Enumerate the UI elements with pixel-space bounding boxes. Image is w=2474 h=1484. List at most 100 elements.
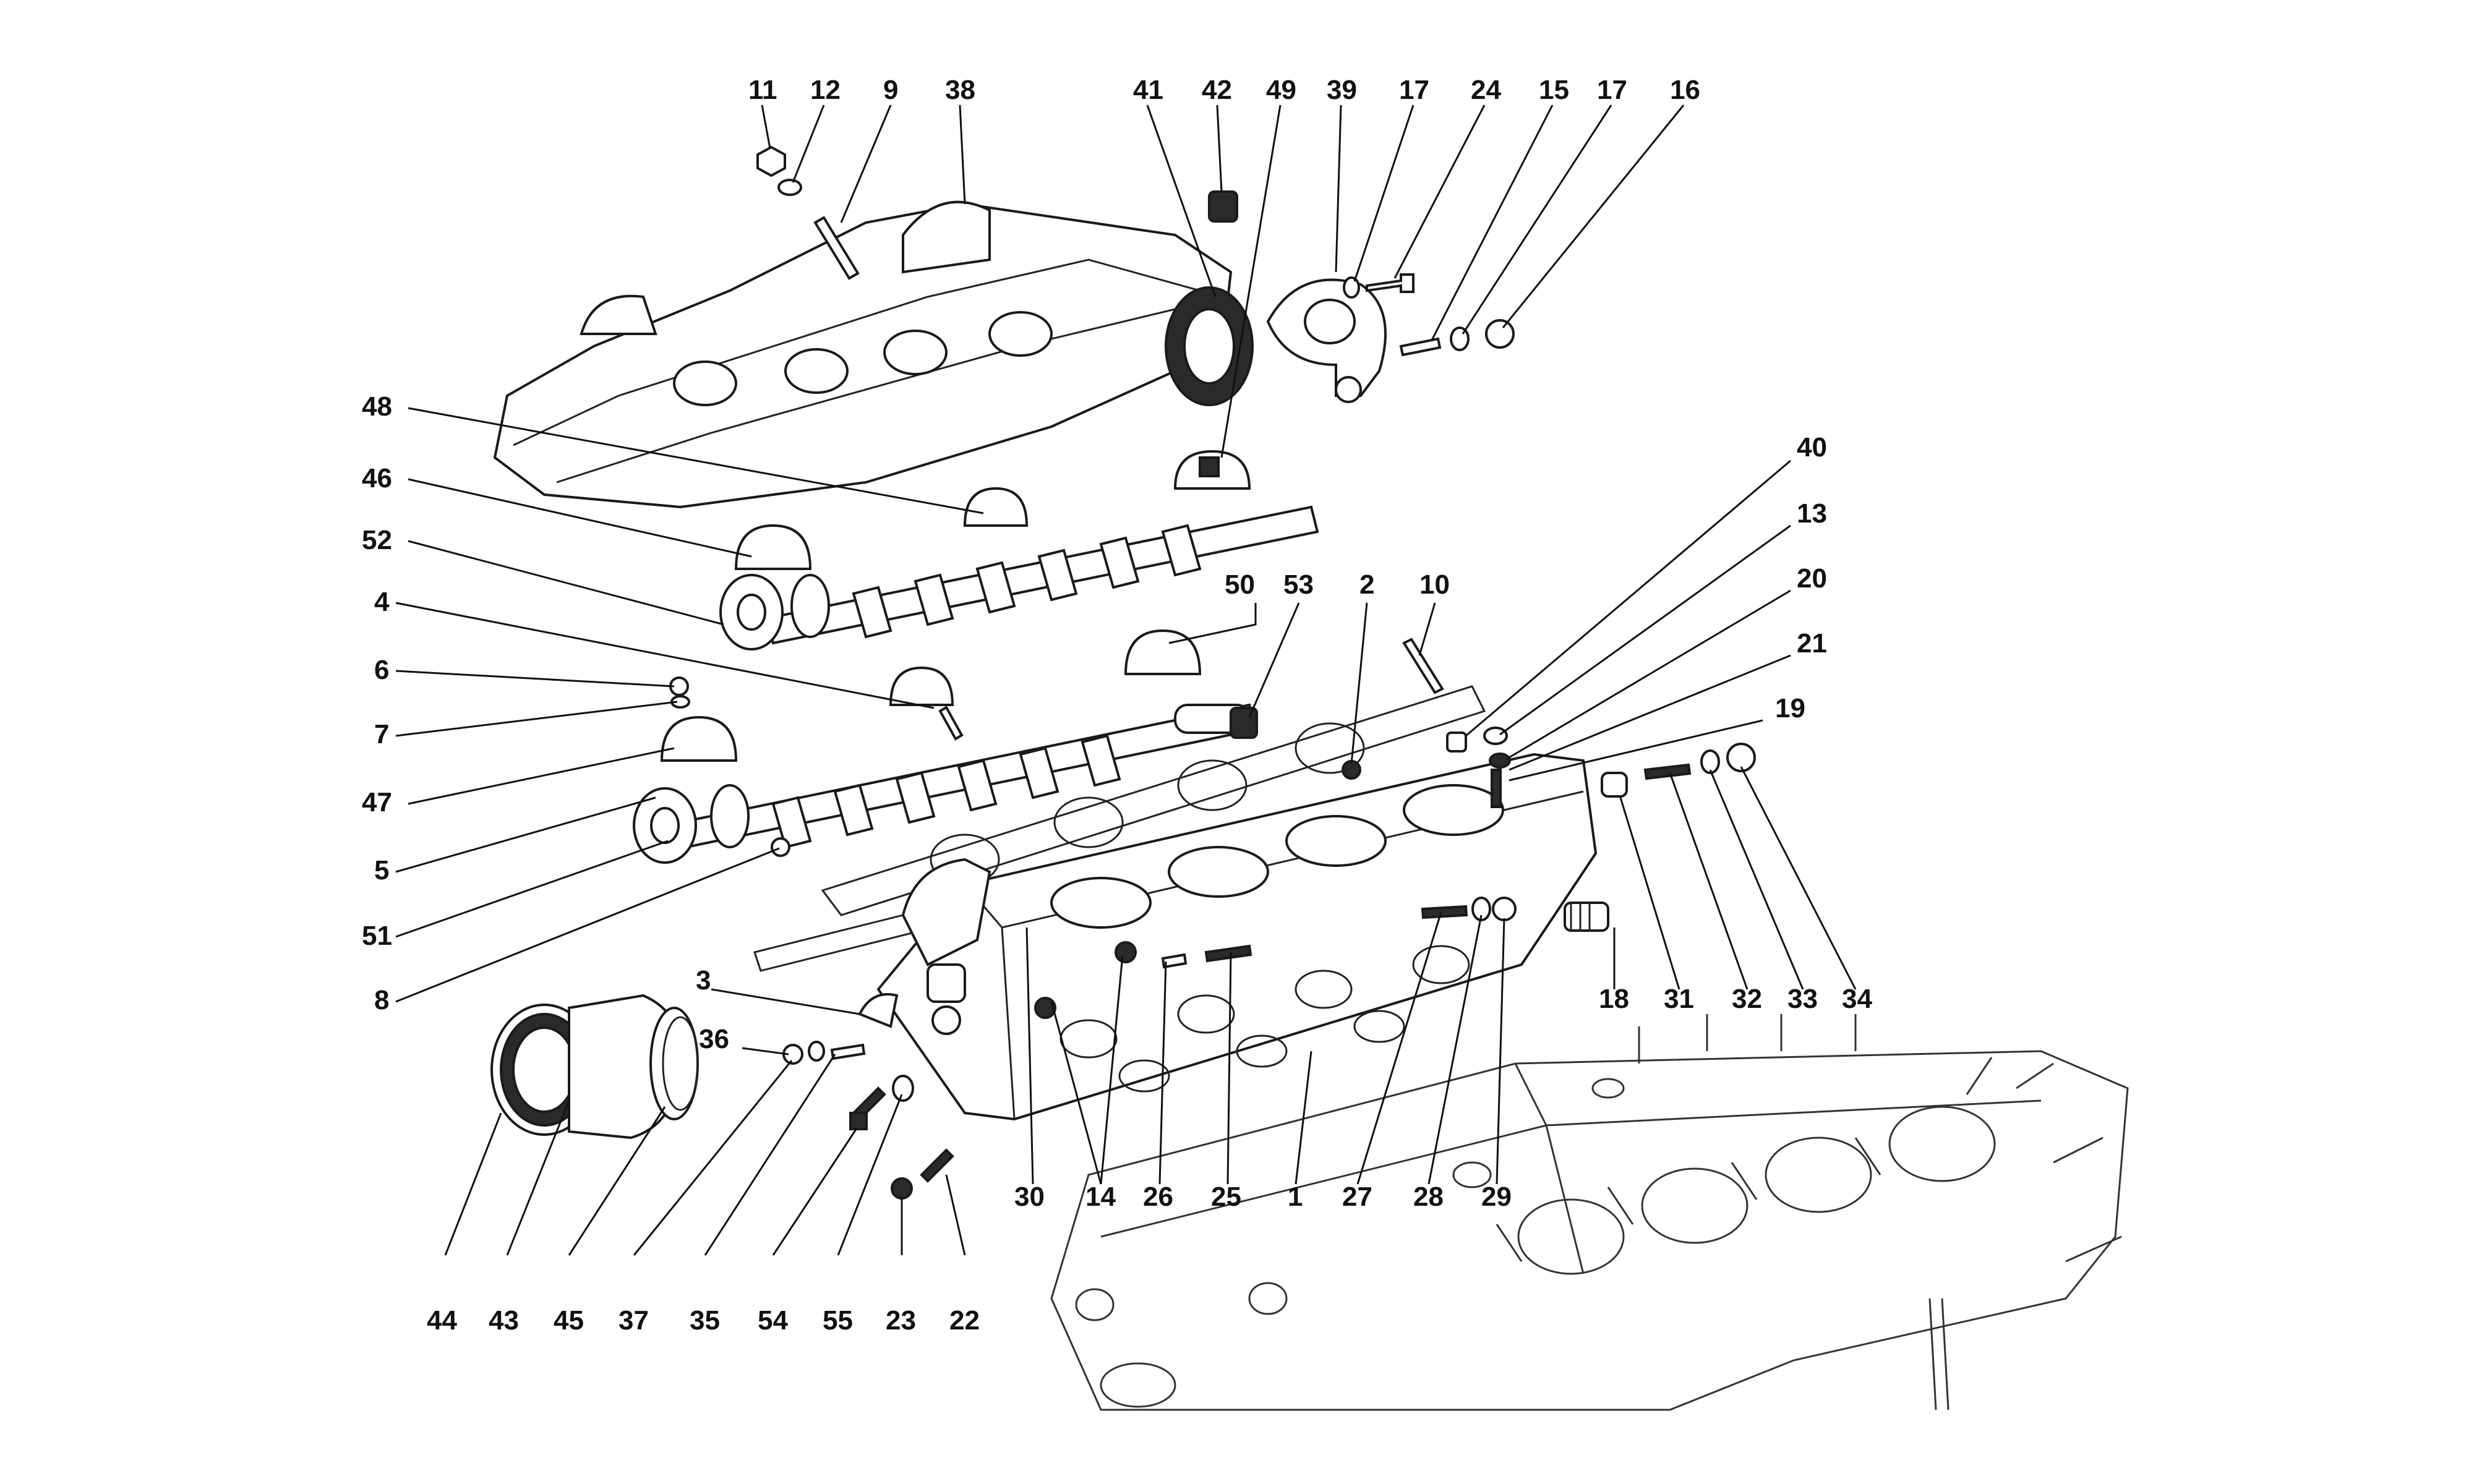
washer-28 <box>1471 897 1491 921</box>
callout-25: 25 <box>1211 1182 1241 1212</box>
screw-24 <box>1366 273 1415 293</box>
callout-17: 17 <box>1399 75 1429 105</box>
stud-10 <box>1402 638 1444 694</box>
callout-41: 41 <box>1133 75 1163 105</box>
callout-54: 54 <box>758 1305 788 1336</box>
callout-55: 55 <box>823 1305 853 1336</box>
callout-46: 46 <box>362 463 392 493</box>
nut-14 <box>1115 941 1137 963</box>
callout-13: 13 <box>1797 498 1827 529</box>
callout-35: 35 <box>690 1305 720 1336</box>
callout-48: 48 <box>362 391 392 422</box>
callout-14: 14 <box>1085 1182 1116 1212</box>
bearing-cap-4 <box>889 666 954 706</box>
nut-11 <box>756 145 786 177</box>
plug-13 <box>1446 731 1467 753</box>
stud-4 <box>938 706 964 741</box>
callout-3: 3 <box>696 965 711 996</box>
leader-lines <box>395 104 1857 1256</box>
gasket-41 <box>1165 286 1254 406</box>
plug-31 <box>1601 772 1628 798</box>
callout-32: 32 <box>1732 984 1762 1014</box>
cylinder-head <box>876 753 1598 1121</box>
callout-43: 43 <box>489 1305 519 1336</box>
dowel-8 <box>771 837 790 857</box>
stud-15 <box>1399 337 1442 357</box>
callout-6: 6 <box>374 655 389 685</box>
callout-10: 10 <box>1419 569 1450 600</box>
bearing-cap-50 <box>1124 629 1202 675</box>
plug-53 <box>1230 707 1258 739</box>
callout-33: 33 <box>1787 984 1818 1014</box>
nut-34 <box>1726 743 1756 772</box>
callout-8: 8 <box>374 985 389 1015</box>
callout-45: 45 <box>554 1305 584 1336</box>
callout-18: 18 <box>1599 984 1629 1014</box>
stud-26 <box>1161 953 1188 969</box>
washer-20 <box>1483 727 1508 745</box>
washer-33 <box>1700 749 1720 774</box>
callout-36: 36 <box>699 1024 729 1054</box>
gasket-upper <box>821 685 1486 916</box>
camshaft-upper <box>719 505 1319 650</box>
callout-11: 11 <box>748 75 777 105</box>
flange-39 <box>1266 278 1387 403</box>
callout-16: 16 <box>1670 75 1700 105</box>
washer-36 <box>808 1041 825 1062</box>
nut-23 <box>891 1177 913 1200</box>
callout-27: 27 <box>1342 1182 1372 1212</box>
callout-23: 23 <box>886 1305 916 1336</box>
callout-1: 1 <box>1288 1182 1303 1212</box>
nut-29 <box>1492 897 1517 921</box>
callout-5: 5 <box>374 855 389 885</box>
bearing-cap-49 <box>1173 450 1251 490</box>
callout-17b: 17 <box>1597 75 1627 105</box>
fitting-18 <box>1564 902 1609 932</box>
callout-39: 39 <box>1327 75 1357 105</box>
seal-assembly <box>490 994 699 1140</box>
callout-52: 52 <box>362 525 392 555</box>
stud-27 <box>1421 905 1468 919</box>
callout-29: 29 <box>1481 1182 1512 1212</box>
callout-44: 44 <box>427 1305 457 1336</box>
callout-21: 21 <box>1797 628 1827 659</box>
callout-47: 47 <box>362 787 392 817</box>
screw-54 <box>849 1086 886 1130</box>
callout-9: 9 <box>883 75 898 105</box>
nut-30 <box>1034 997 1056 1019</box>
stud-22 <box>920 1148 954 1183</box>
callout-34: 34 <box>1842 984 1872 1014</box>
engine-block-outline <box>1050 1014 2129 1411</box>
bearing-cap-47 <box>660 715 738 762</box>
callout-4: 4 <box>374 587 390 617</box>
callout-51: 51 <box>362 921 392 951</box>
nut-16 <box>1485 319 1515 349</box>
stud-32 <box>1643 763 1692 780</box>
bracket-3 <box>858 858 991 1028</box>
bearing-cap-48 <box>963 487 1029 527</box>
callout-19: 19 <box>1775 693 1805 723</box>
callout-50: 50 <box>1225 569 1255 600</box>
callout-53: 53 <box>1283 569 1314 600</box>
callout-12: 12 <box>810 75 841 105</box>
washer-21 <box>1489 753 1511 769</box>
callout-42: 42 <box>1202 75 1232 105</box>
callout-20: 20 <box>1797 563 1827 594</box>
stud-19 <box>1491 769 1502 808</box>
stud-35 <box>830 1043 866 1060</box>
callout-40: 40 <box>1797 432 1827 463</box>
callout-22: 22 <box>949 1305 980 1336</box>
plug-42 <box>1208 190 1238 223</box>
cam-cover <box>493 200 1233 509</box>
bearing-cap-46 <box>734 524 812 570</box>
washer-12 <box>777 179 802 196</box>
callout-28: 28 <box>1413 1182 1444 1212</box>
stud-9 <box>813 216 860 280</box>
callout-2: 2 <box>1359 569 1374 600</box>
callout-49: 49 <box>1266 75 1296 105</box>
stud-25 <box>1204 944 1252 963</box>
callout-26: 26 <box>1143 1182 1173 1212</box>
callout-31: 31 <box>1664 984 1694 1014</box>
washer-17a <box>1343 276 1360 299</box>
